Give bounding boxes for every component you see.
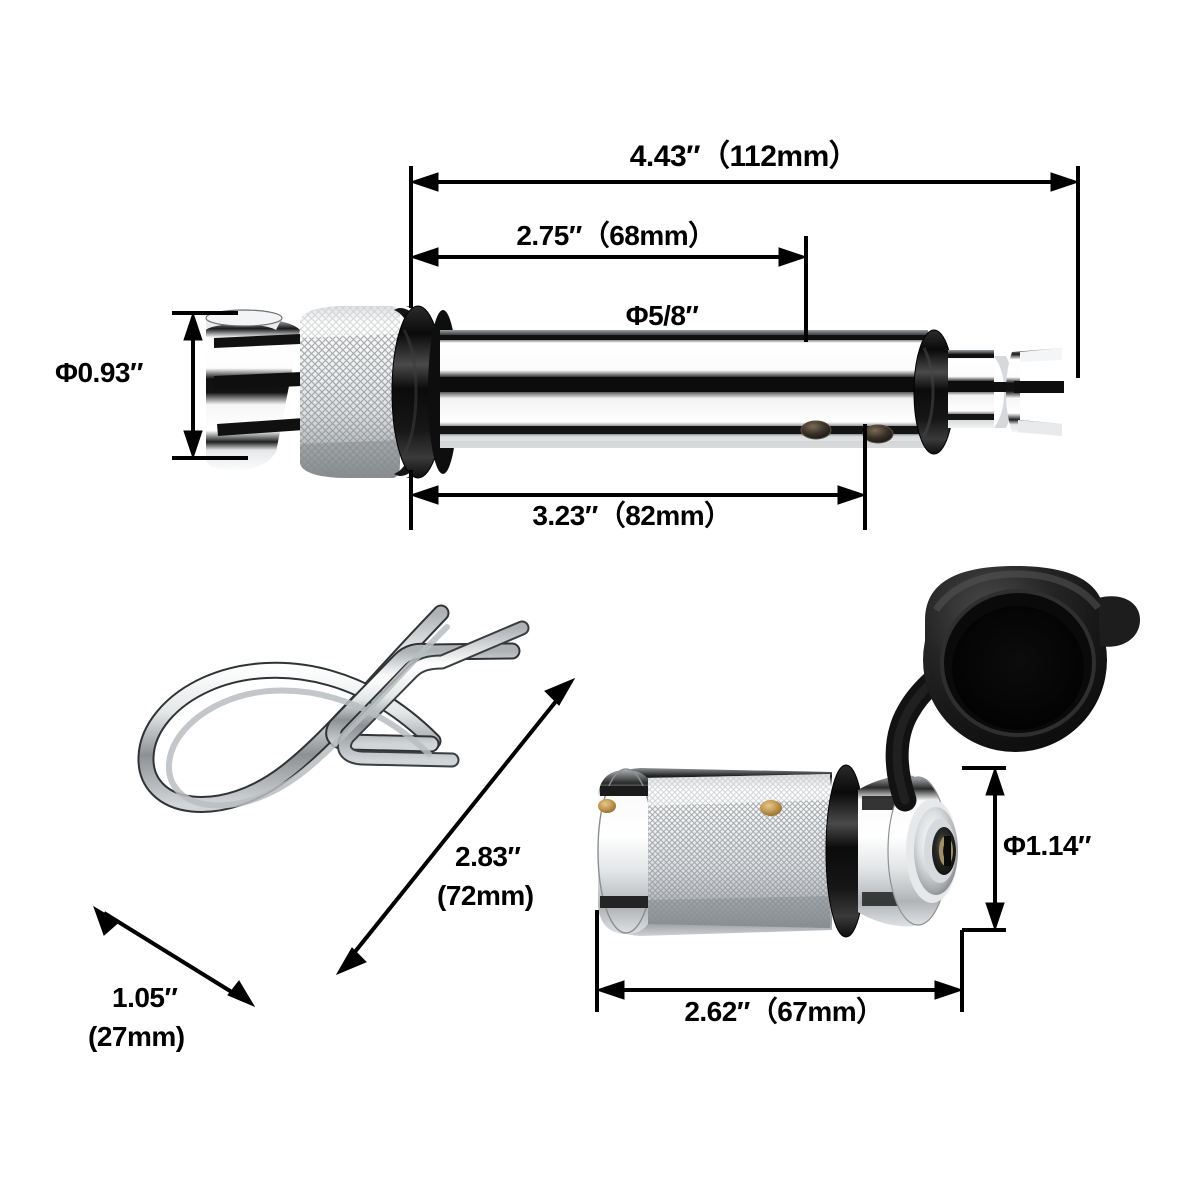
dim-label-pin-usable-length: 2.75″（68mm） xyxy=(516,220,716,251)
dim-label-pin-hole-length: 3.23″（82mm） xyxy=(532,500,732,531)
dimension-lines-layer xyxy=(93,166,1080,1012)
dim-arrow-clip-width xyxy=(93,905,256,1008)
rubber-dust-cap xyxy=(885,566,1140,812)
dim-label-clip-length-line1: 2.83″ xyxy=(455,841,521,872)
dim-label-lock-body-diameter: Φ1.14″ xyxy=(1003,830,1091,861)
dim-arrow-pin-usable-length xyxy=(409,247,808,267)
dim-label-clip-width-line1: 1.05″ xyxy=(112,982,178,1013)
receiver-lock-pin-artwork xyxy=(205,305,1064,479)
dim-arrow-pin-hole-length xyxy=(409,485,867,505)
dim-arrow-clip-length xyxy=(335,677,576,976)
dim-label-pin-head-diameter: Φ0.93″ xyxy=(55,357,143,388)
dim-arrow-lock-body-length xyxy=(595,910,964,1012)
dim-label-clip-width-line2: (27mm) xyxy=(88,1021,185,1052)
dim-arrow-pin-overall-length xyxy=(409,172,1080,192)
r-clip-artwork xyxy=(137,604,530,813)
dim-arrow-lock-body-diameter xyxy=(962,766,1006,932)
dim-label-pin-overall-length: 4.43″（112mm） xyxy=(629,140,859,173)
dim-label-pin-shaft-diameter: Φ5/8″ xyxy=(625,300,699,331)
dim-label-lock-body-length: 2.62″（67mm） xyxy=(684,996,884,1027)
dim-arrow-pin-head-diameter xyxy=(172,311,248,460)
dim-label-clip-length-line2: (72mm) xyxy=(437,880,534,911)
knurled-lock-barrel-artwork xyxy=(597,566,1140,938)
